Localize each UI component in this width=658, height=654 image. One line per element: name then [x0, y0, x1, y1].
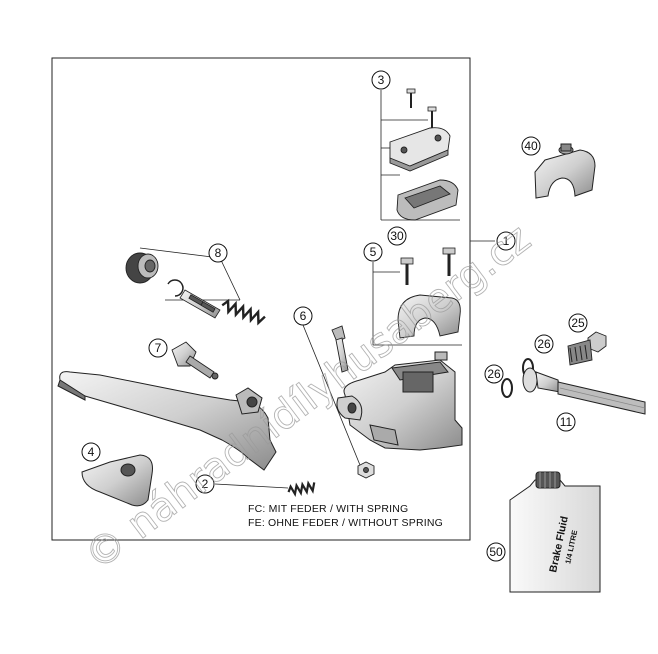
lever-spring	[287, 480, 316, 498]
return-spring	[221, 298, 266, 326]
pivot-nut	[357, 461, 375, 479]
group-5-bracket	[372, 262, 462, 346]
brake-line	[522, 367, 646, 415]
callout-circle	[387, 226, 407, 246]
callout-number: 5	[370, 245, 377, 259]
callout-number: 50	[489, 545, 503, 559]
master-cylinder-body	[336, 351, 463, 451]
handlebar-clamp	[397, 294, 461, 339]
note-fe: FE: OHNE FEDER / WITHOUT SPRING	[248, 517, 443, 529]
callout-circle	[195, 474, 215, 494]
callout-26b: 26	[484, 364, 504, 384]
lever-guard	[81, 454, 153, 507]
callout-1: 1	[496, 231, 516, 251]
piston	[179, 289, 221, 319]
callout-number: 25	[571, 316, 585, 330]
callout-number: 7	[155, 341, 162, 355]
circlip	[167, 279, 184, 297]
callout-circle	[556, 412, 576, 432]
callout-circle	[534, 334, 554, 354]
callout-circle	[496, 231, 516, 251]
callout-circle	[293, 306, 313, 326]
adjuster-screw	[171, 341, 219, 380]
assembly-frame	[51, 57, 471, 541]
callout-number: 26	[487, 367, 501, 381]
leader-6	[302, 324, 363, 471]
callout-30: 30	[387, 226, 407, 246]
callout-11: 11	[556, 412, 576, 432]
callout-circle	[568, 313, 588, 333]
callout-circle	[371, 70, 391, 90]
pivot-bolt	[331, 325, 349, 373]
piston-boot	[125, 252, 159, 284]
callout-26a: 26	[534, 334, 554, 354]
callout-circle	[521, 136, 541, 156]
callout-4: 4	[81, 442, 101, 462]
callout-5: 5	[363, 242, 383, 262]
callout-number: 40	[524, 139, 538, 153]
callout-number: 30	[390, 229, 404, 243]
cap-screw	[406, 88, 437, 128]
callout-number: 3	[378, 73, 385, 87]
callout-circle	[363, 242, 383, 262]
callout-circle	[484, 364, 504, 384]
callout-number: 8	[215, 246, 222, 260]
brake-fluid-bottle	[509, 471, 601, 593]
callout-circle	[486, 542, 506, 562]
callout-number: 26	[537, 337, 551, 351]
callout-circle	[81, 442, 101, 462]
callout-50: 50	[486, 542, 506, 562]
washer-lower	[501, 378, 513, 398]
callout-number: 6	[300, 309, 307, 323]
callout-number: 1	[503, 234, 510, 248]
callout-3: 3	[371, 70, 391, 90]
clamp-screw	[400, 247, 456, 285]
banjo-bolt	[567, 331, 607, 366]
group-3-bracket	[380, 90, 460, 221]
callout-group: 1 2 3 4 5 6 7 8 11 25 26 26 30 40 50	[81, 70, 588, 562]
callout-7: 7	[148, 338, 168, 358]
callout-6: 6	[293, 306, 313, 326]
callout-number: 4	[88, 445, 95, 459]
diaphragm	[396, 179, 459, 221]
leader-2	[214, 483, 289, 489]
callout-2: 2	[195, 474, 215, 494]
callout-40: 40	[521, 136, 541, 156]
callout-8: 8	[208, 243, 228, 263]
reservoir-lid	[389, 127, 451, 172]
handlebar-clamp-40	[534, 143, 596, 199]
callout-number: 11	[560, 415, 573, 429]
brake-lever	[57, 371, 277, 471]
callout-25: 25	[568, 313, 588, 333]
note-fc: FC: MIT FEDER / WITH SPRING	[248, 503, 408, 515]
callout-circle	[208, 243, 228, 263]
callout-circle	[148, 338, 168, 358]
callout-number: 2	[202, 477, 209, 491]
